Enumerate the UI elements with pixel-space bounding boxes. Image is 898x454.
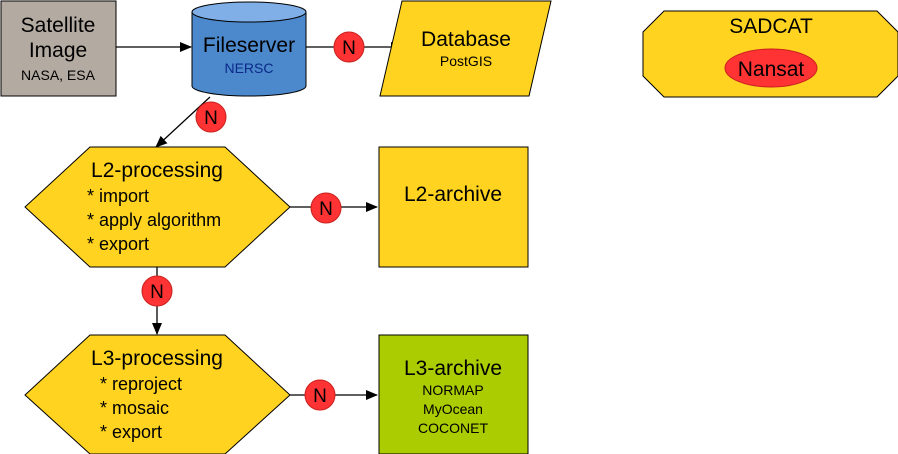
nansat-label: Nansat	[738, 58, 805, 81]
parallelogram-data-icon	[379, 0, 552, 97]
hexagon-process-icon	[24, 146, 291, 268]
n-badge: N	[333, 31, 365, 63]
l3-processing-item: * mosaic	[100, 398, 169, 418]
l2-processing-item: * import	[87, 186, 149, 206]
database-node[interactable]: Database PostGIS	[379, 0, 552, 97]
l3-archive-item: NORMAP	[422, 382, 483, 398]
hexagon-process-icon	[24, 334, 291, 454]
n-badge: N	[141, 275, 173, 307]
l3-processing-item: * reproject	[100, 374, 182, 394]
database-sub: PostGIS	[440, 53, 492, 69]
svg-text:N: N	[204, 108, 218, 129]
fileserver-title: Fileserver	[203, 34, 295, 57]
nansat-ellipse	[724, 48, 818, 88]
l2-archive-node[interactable]: L2-archive	[378, 146, 529, 268]
l2-processing-item: * export	[87, 234, 149, 254]
l3-processing-item: * export	[100, 422, 162, 442]
satellite-sub: NASA, ESA	[21, 67, 96, 83]
l3-processing-node[interactable]: L3-processing * reproject * mosaic * exp…	[24, 334, 291, 454]
satellite-title-line1: Satellite	[21, 14, 96, 37]
l3-archive-node[interactable]: L3-archive NORMAP MyOcean COCONET	[378, 334, 529, 454]
l2-processing-title: L2-processing	[91, 159, 223, 182]
l3-archive-title: L3-archive	[404, 357, 502, 380]
svg-text:N: N	[150, 282, 164, 303]
l3-archive-item: MyOcean	[423, 401, 483, 417]
satellite-title-line2: Image	[29, 39, 87, 62]
l2-processing-node[interactable]: L2-processing * import * apply algorithm…	[24, 146, 291, 268]
database-title: Database	[421, 28, 511, 51]
l2-archive-title: L2-archive	[404, 183, 502, 206]
sadcat-title: SADCAT	[729, 15, 813, 38]
svg-text:N: N	[319, 199, 333, 220]
svg-text:N: N	[342, 38, 356, 59]
n-badge: N	[310, 192, 342, 224]
sadcat-node[interactable]: SADCAT Nansat	[642, 10, 898, 98]
n-badge: N	[304, 379, 336, 411]
l3-processing-title: L3-processing	[91, 347, 223, 370]
cylinder-database-icon	[191, 1, 307, 97]
fileserver-sub: NERSC	[224, 60, 273, 76]
satellite-image-node[interactable]: Satellite Image NASA, ESA	[0, 0, 117, 97]
n-badge: N	[195, 101, 227, 133]
l2-processing-item: * apply algorithm	[87, 210, 221, 230]
fileserver-node[interactable]: Fileserver NERSC	[191, 1, 307, 97]
l3-archive-item: COCONET	[418, 420, 488, 436]
svg-text:N: N	[313, 386, 327, 407]
